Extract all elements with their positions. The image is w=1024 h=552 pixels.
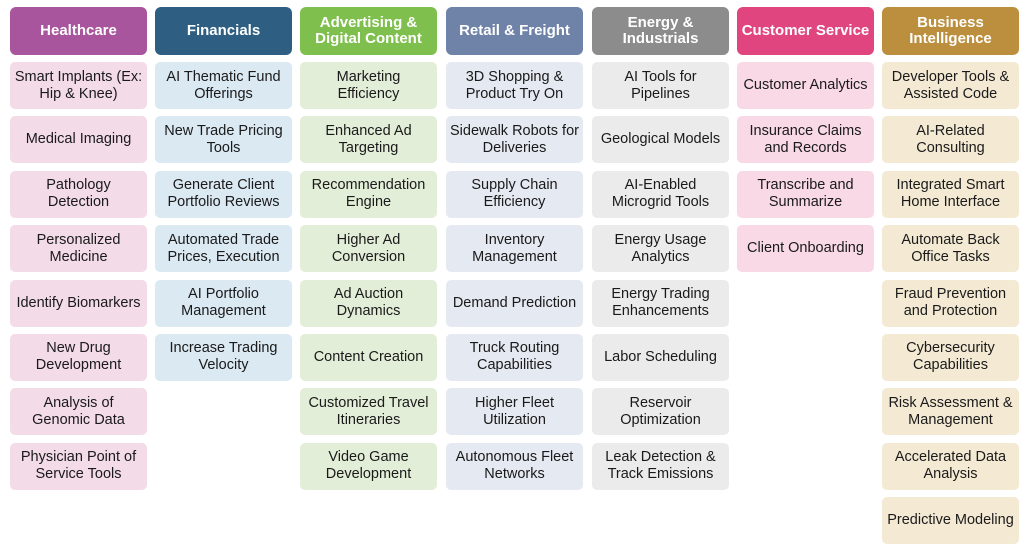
use-case-item: AI Thematic Fund Offerings (155, 62, 292, 109)
use-case-item: Generate Client Portfolio Reviews (155, 170, 292, 218)
use-case-item: Developer Tools & Assisted Code (882, 62, 1019, 109)
column-retail: Retail & Freight 3D Shopping & Product Tr… (446, 7, 583, 497)
use-case-item: AI Portfolio Management (155, 279, 292, 327)
use-case-item: Demand Prediction (446, 279, 583, 327)
use-case-item: Ad Auction Dynamics (300, 279, 437, 327)
use-case-item: Reservoir Optimization (592, 388, 729, 436)
item-list: Smart Implants (Ex: Hip & Knee) Medical I… (10, 62, 147, 490)
column-energy: Energy & Industrials AI Tools for Pipelin… (592, 7, 729, 497)
use-case-item: Enhanced Ad Targeting (300, 116, 437, 164)
use-case-item: AI-Enabled Microgrid Tools (592, 170, 729, 218)
use-case-item: Customized Travel Itineraries (300, 388, 437, 436)
use-case-item: Truck Routing Capabilities (446, 333, 583, 381)
use-case-item: Energy Trading Enhancements (592, 279, 729, 327)
use-case-item: Content Creation (300, 333, 437, 381)
use-case-item: Recommendation Engine (300, 170, 437, 218)
column-header: Customer Service (737, 7, 874, 55)
use-case-item: Insurance Claims and Records (737, 116, 874, 164)
column-header: Healthcare (10, 7, 147, 55)
use-case-item: Supply Chain Efficiency (446, 170, 583, 218)
use-case-item: Automate Back Office Tasks (882, 225, 1019, 273)
use-case-item: Marketing Efficiency (300, 62, 437, 109)
use-case-item: New Trade Pricing Tools (155, 116, 292, 164)
use-case-item: Pathology Detection (10, 170, 147, 218)
use-case-item: Customer Analytics (737, 62, 874, 109)
column-header: Advertising & Digital Content (300, 7, 437, 55)
use-case-item: Medical Imaging (10, 116, 147, 164)
use-case-item: AI Tools for Pipelines (592, 62, 729, 109)
use-case-item: Risk Assessment & Management (882, 388, 1019, 436)
use-case-item: Energy Usage Analytics (592, 225, 729, 273)
use-case-item: AI-Related Consulting (882, 116, 1019, 164)
use-case-item: Video Game Development (300, 442, 437, 490)
column-header: Business Intelligence (882, 7, 1019, 55)
use-case-item: Higher Ad Conversion (300, 225, 437, 273)
use-case-item: New Drug Development (10, 333, 147, 381)
use-case-item: 3D Shopping & Product Try On (446, 62, 583, 109)
use-case-item: Physician Point of Service Tools (10, 442, 147, 490)
use-case-item: Automated Trade Prices, Execution (155, 225, 292, 273)
use-case-item: Integrated Smart Home Interface (882, 170, 1019, 218)
use-case-item: Higher Fleet Utilization (446, 388, 583, 436)
use-case-item: Geological Models (592, 116, 729, 164)
item-list: 3D Shopping & Product Try On Sidewalk Rob… (446, 62, 583, 490)
use-case-item: Inventory Management (446, 225, 583, 273)
use-case-item: Sidewalk Robots for Deliveries (446, 116, 583, 164)
use-case-item: Smart Implants (Ex: Hip & Knee) (10, 62, 147, 109)
column-header: Retail & Freight (446, 7, 583, 55)
use-case-item: Autonomous Fleet Networks (446, 442, 583, 490)
use-case-item: Accelerated Data Analysis (882, 442, 1019, 490)
use-case-item: Analysis of Genomic Data (10, 388, 147, 436)
use-case-item: Personalized Medicine (10, 225, 147, 273)
use-case-item: Cybersecurity Capabilities (882, 333, 1019, 381)
use-case-item: Labor Scheduling (592, 333, 729, 381)
use-case-item: Leak Detection & Track Emissions (592, 442, 729, 490)
use-case-item: Transcribe and Summarize (737, 170, 874, 218)
use-case-item: Predictive Modeling (882, 497, 1019, 545)
use-case-item: Client Onboarding (737, 225, 874, 273)
use-case-item: Identify Biomarkers (10, 279, 147, 327)
use-case-item: Fraud Prevention and Protection (882, 279, 1019, 327)
column-header: Financials (155, 7, 292, 55)
column-header: Energy & Industrials (592, 7, 729, 55)
use-case-item: Increase Trading Velocity (155, 333, 292, 381)
